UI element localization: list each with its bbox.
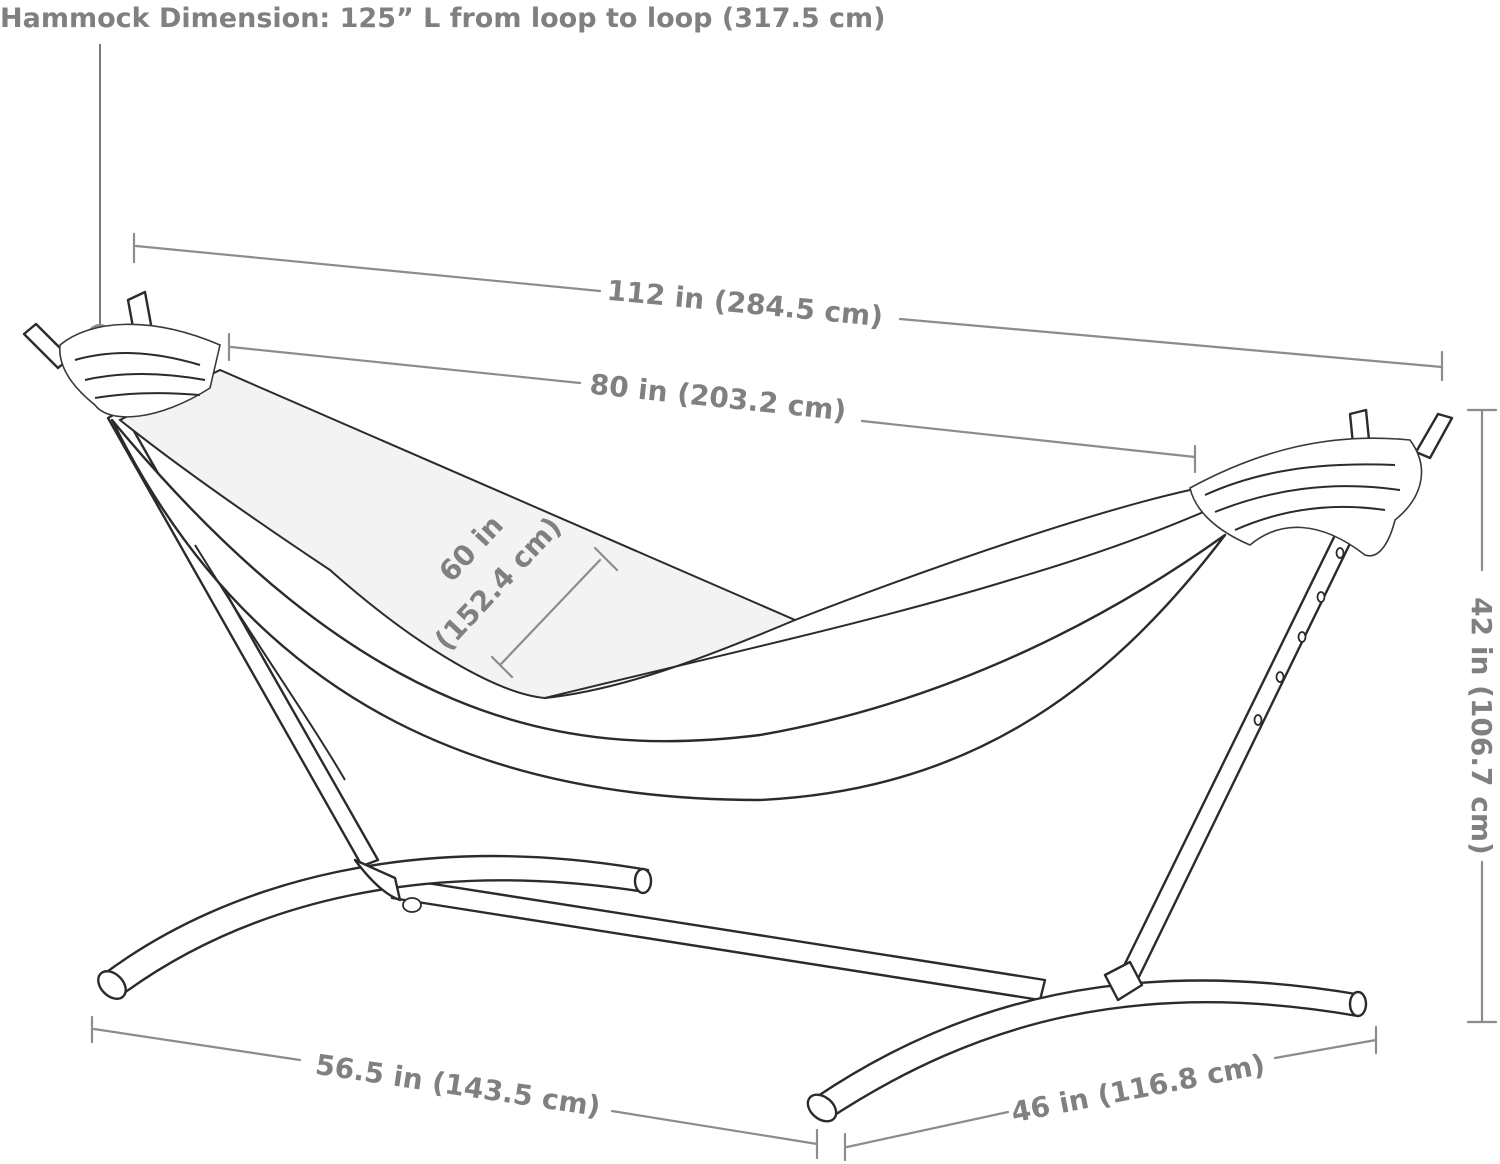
right-rope-bundle — [1189, 437, 1423, 557]
fabric-side — [194, 544, 346, 781]
adjustment-knob — [402, 897, 422, 913]
left-rope-end — [59, 323, 221, 418]
left-foot-cap — [97, 970, 127, 1000]
right-hub — [1103, 960, 1144, 1002]
height-dimension: 42 in (106.7 cm) — [1465, 408, 1498, 1024]
height-label: 42 in (106.7 cm) — [1465, 597, 1498, 855]
right-hook-b — [1414, 412, 1454, 460]
fabric-edge — [544, 504, 1221, 699]
base-width-label: 46 in (116.8 cm) — [1008, 1048, 1267, 1130]
overall-length-label: 112 in (284.5 cm) — [605, 274, 884, 333]
fabric-outer — [110, 418, 1227, 802]
rope-strand — [84, 373, 206, 381]
fabric-bed — [118, 368, 798, 700]
right-foot-end — [1348, 990, 1368, 1018]
right-foot-cap — [806, 1093, 838, 1123]
bed-length-label: 80 in (203.2 cm) — [588, 368, 848, 428]
upright-hole — [1275, 671, 1285, 683]
rope-strand — [74, 352, 201, 366]
rope-strand — [1204, 463, 1396, 496]
base-length-label: 56.5 in (143.5 cm) — [313, 1048, 603, 1123]
rope-strand — [1234, 505, 1386, 531]
base-length-dimension: 56.5 in (143.5 cm) — [90, 1015, 819, 1160]
upright-hole — [1297, 631, 1307, 643]
left-foot-end — [633, 867, 653, 895]
left-hub — [353, 858, 402, 902]
upright-hole — [1335, 547, 1345, 559]
fabric-edge — [794, 489, 1191, 621]
upright-hole — [1316, 591, 1326, 603]
upright-hole — [1253, 714, 1263, 726]
right-rope-end — [1189, 437, 1423, 557]
base-bar — [390, 876, 1047, 1002]
diagram-title: Hammock Dimension: 125” L from loop to l… — [0, 3, 886, 34]
rope-strand — [94, 392, 201, 399]
hammock-fabric — [110, 368, 1227, 802]
rope-strand — [1214, 485, 1401, 513]
